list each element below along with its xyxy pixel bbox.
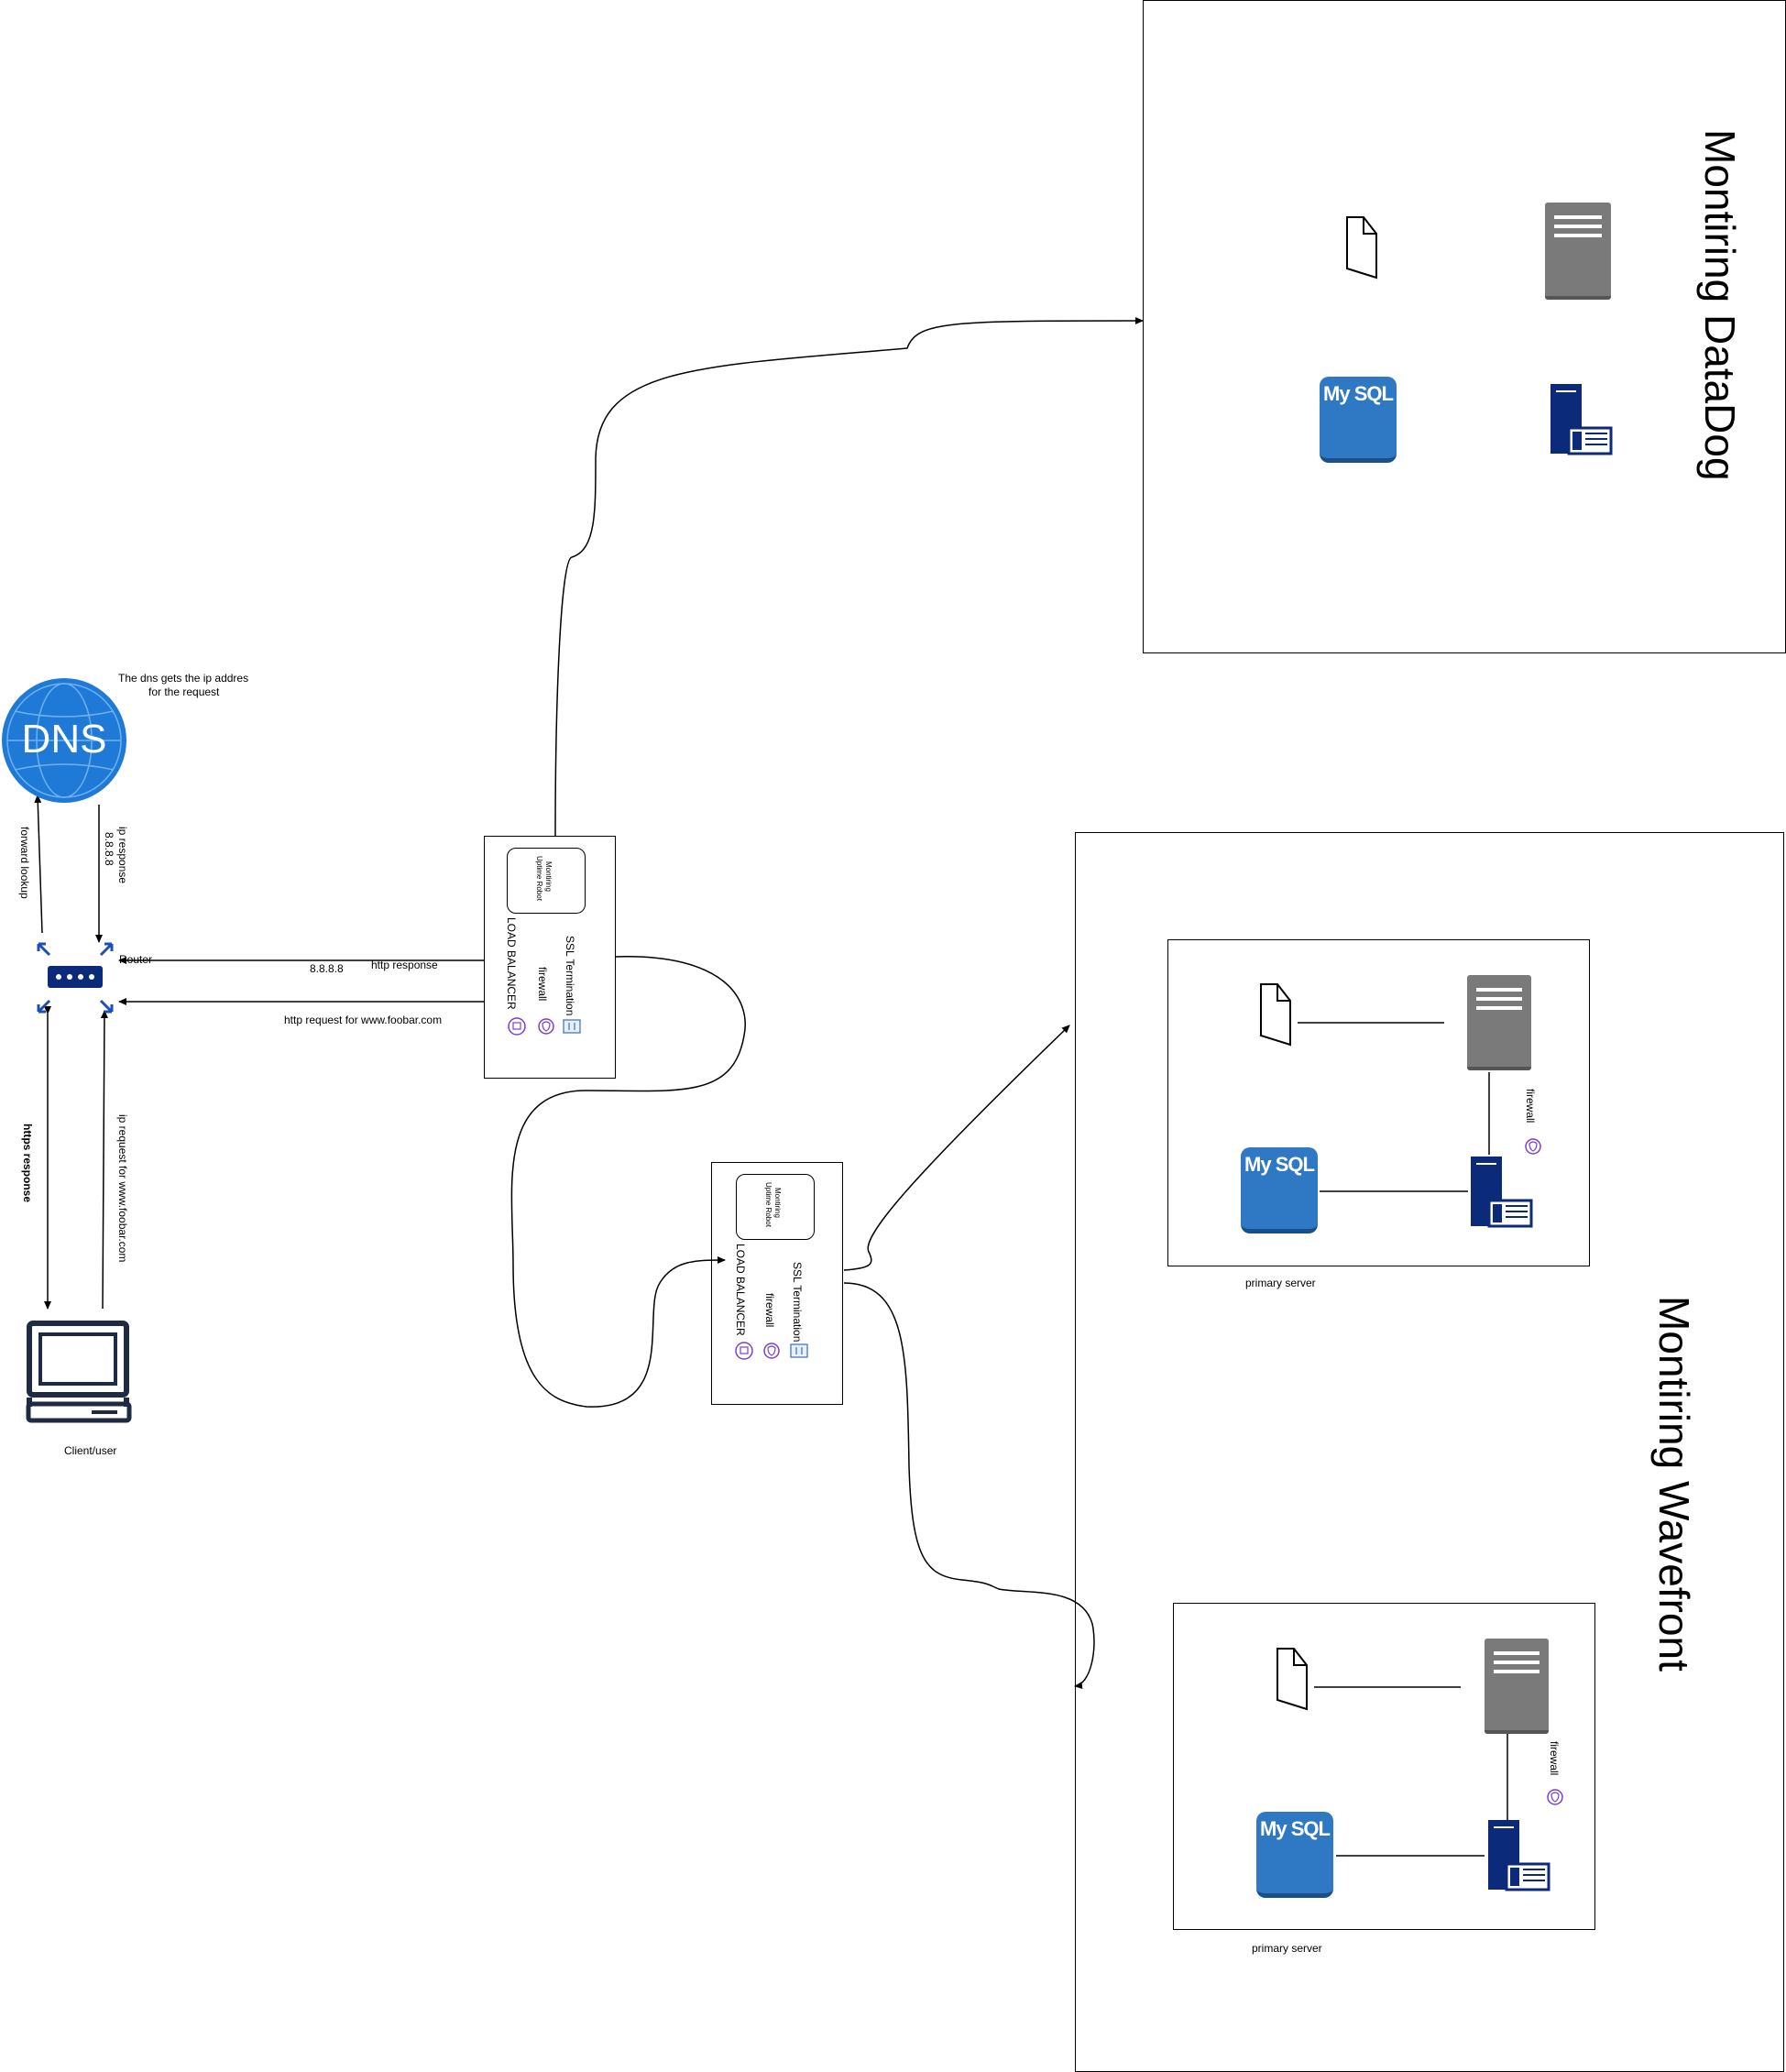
web-server-icon	[1488, 1820, 1550, 1891]
lb1-firewall: firewall	[536, 967, 549, 1002]
server-icon	[1467, 975, 1531, 1070]
dns-icon-text: DNS	[21, 717, 107, 762]
lb1-monitoring-box[interactable]: Montiring Uptime Robot	[507, 848, 586, 914]
mysql-icon: My SQL	[1320, 377, 1397, 463]
firewall-icon	[1525, 1138, 1541, 1155]
http-response-label: http response	[371, 959, 438, 971]
ip-response-label: ip response	[116, 827, 129, 884]
firewall-icon	[538, 1018, 554, 1035]
server-icon	[1485, 1639, 1549, 1734]
robot-icon	[508, 1017, 526, 1036]
lb2-to-server2-connector	[843, 1282, 1095, 1690]
lb2-to-server1-connector	[843, 1025, 1070, 1271]
file-icon	[1276, 1648, 1308, 1711]
lb2-firewall: firewall	[763, 1293, 776, 1328]
load-balancer-1[interactable]: Montiring Uptime Robot LOAD BALANCER SSL…	[484, 836, 616, 1079]
lb2-monitoring-line2: Uptime Robot	[764, 1182, 772, 1227]
web-server-icon	[1550, 384, 1613, 455]
s2-mysql-label: My SQL	[1260, 1817, 1331, 1840]
lb2-name: LOAD BALANCER	[734, 1244, 747, 1336]
server-icon	[1545, 203, 1611, 300]
mysql-icon: My SQL	[1256, 1812, 1333, 1898]
web-server-icon	[1471, 1157, 1533, 1228]
ip-request-label: ip request for www.foobar.com	[116, 1114, 129, 1263]
ip-response-value: 8.8.8.8	[103, 832, 115, 866]
dns-note-line2: for the request	[148, 685, 220, 698]
router-icon	[37, 942, 114, 1014]
s1-mysql-label: My SQL	[1244, 1153, 1315, 1176]
wavefront-server-2	[1173, 1603, 1595, 1930]
http-request-label: http request for www.foobar.com	[284, 1014, 443, 1026]
datadog-panel: Montiring DataDog My SQL	[1143, 0, 1786, 653]
client-label: Client/user	[64, 1444, 117, 1457]
dns-note-line1: The dns gets the ip addres	[118, 672, 249, 685]
robot-icon	[735, 1342, 753, 1360]
s2-firewall-label: firewall	[1548, 1741, 1561, 1776]
file-icon	[1346, 216, 1377, 280]
lb1-to-lb2-connector	[510, 956, 746, 1408]
lb1-monitoring-line2: Uptime Robot	[535, 856, 543, 901]
ip-request-arrow	[100, 1010, 108, 1310]
file-icon	[1260, 983, 1291, 1047]
dns-icon: DNS	[0, 676, 128, 805]
lb1-ssl: SSL Termination	[564, 936, 576, 1016]
datadog-mysql-label: My SQL	[1323, 382, 1394, 405]
datadog-title: Montiring DataDog	[1696, 129, 1744, 481]
s1-primary-server-label: primary server	[1245, 1277, 1316, 1289]
s2-primary-server-label: primary server	[1252, 1942, 1322, 1955]
mysql-icon: My SQL	[1241, 1147, 1318, 1233]
lb1-name: LOAD BALANCER	[505, 917, 518, 1010]
lb2-monitoring-box[interactable]: Montiring Uptime Robot	[736, 1174, 815, 1240]
wavefront-server-1	[1167, 939, 1590, 1266]
ssl-icon	[563, 1019, 581, 1034]
lb1-to-datadog-connector	[554, 317, 1144, 837]
https-response-label: https response	[21, 1124, 34, 1203]
http-response-ip: 8.8.8.8	[310, 962, 344, 975]
firewall-icon	[763, 1343, 780, 1359]
forward-lookup-label: forward lookup	[18, 827, 31, 899]
computer-icon	[26, 1321, 132, 1423]
load-balancer-2[interactable]: Montiring Uptime Robot LOAD BALANCER SSL…	[711, 1162, 843, 1405]
s1-firewall-label: firewall	[1524, 1089, 1537, 1124]
router-label: Router	[119, 953, 153, 966]
wavefront-title: Montiring Wavefront	[1650, 1296, 1698, 1672]
lb2-ssl: SSL Termination	[791, 1262, 804, 1343]
forward-lookup-arrow	[34, 795, 43, 934]
ssl-icon	[790, 1343, 808, 1358]
firewall-icon	[1547, 1789, 1563, 1805]
